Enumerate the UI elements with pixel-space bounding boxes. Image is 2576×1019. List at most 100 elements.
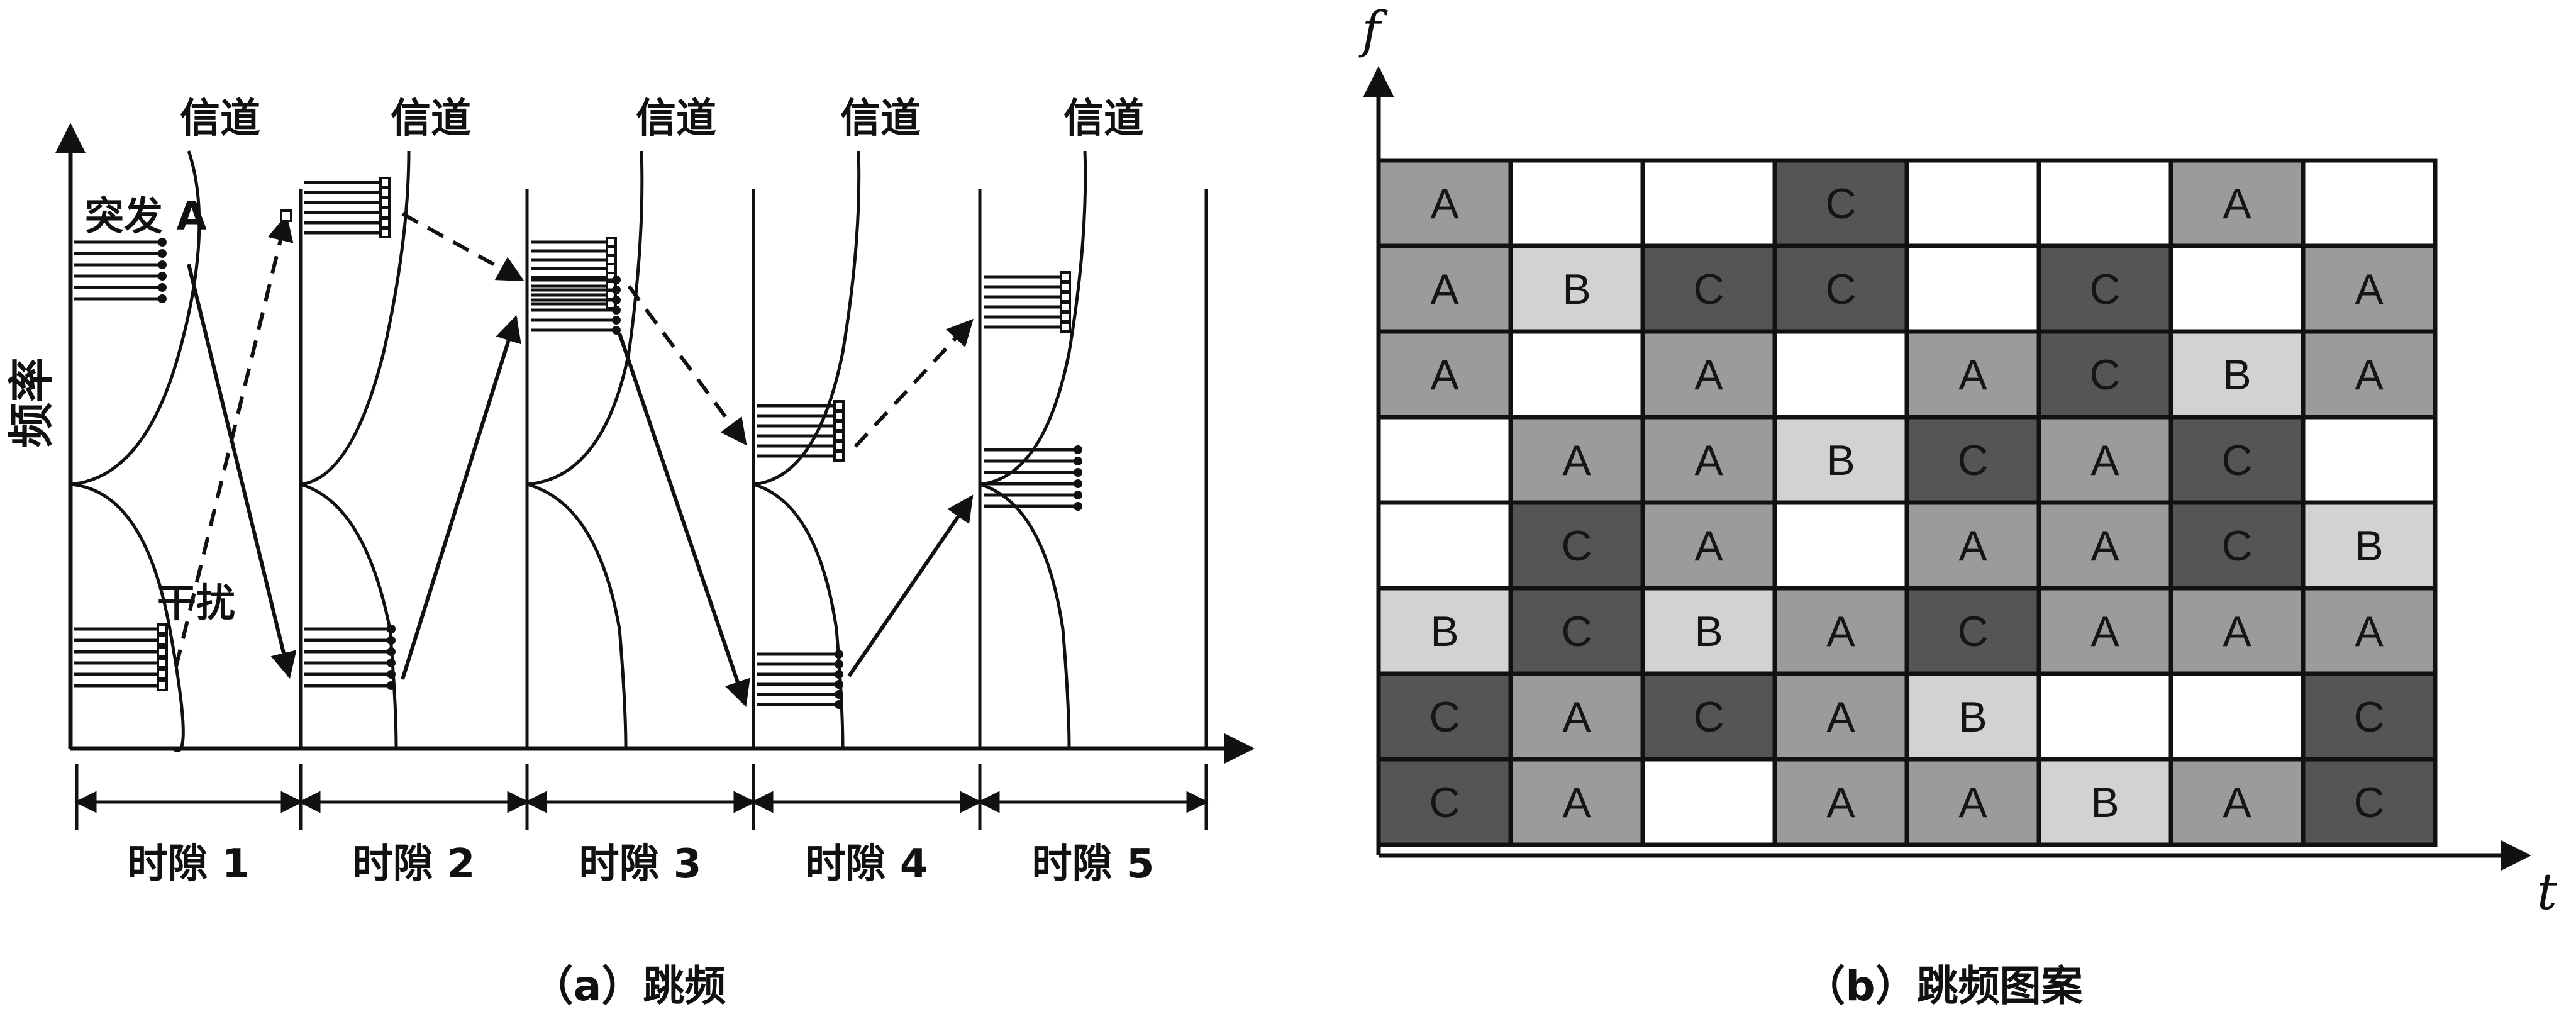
grid-cell-letter: A [2223,779,2251,827]
grid-cell-letter: A [1430,351,1459,399]
burst-marker [1060,271,1071,282]
burst-marker [158,238,167,247]
fig-b-y-axis-label: f [1358,1,1388,59]
burst-marker [158,294,167,303]
burst-marker [157,635,168,646]
grid-cell [1376,500,1513,591]
burst-marker [157,669,168,680]
burst-marker [1060,321,1071,333]
grid-cell [1640,243,1777,334]
grid-cell-letter: A [2223,608,2251,655]
burst-marker [612,316,621,325]
grid-cell-letter: C [1693,265,1724,313]
burst-label: 突发 A [85,193,207,239]
burst-marker [157,646,168,657]
grid-cell [1640,671,1777,762]
grid-cell-letter: A [1430,265,1459,313]
fig-b-caption: （b）跳频图案 [1804,962,2083,1010]
grid-cell [1376,158,1513,248]
grid-cell-letter: B [2355,522,2383,570]
grid-cell-letter: C [2353,779,2384,827]
grid-cell-letter: C [1957,437,1988,484]
burst-marker [379,197,391,208]
grid-cell [2301,757,2438,847]
grid-cell [2036,500,2174,591]
grid-cell [1772,500,1909,591]
grid-cell-letter: A [1958,522,1987,570]
grid-cell-letter: A [1562,779,1591,827]
grid-cell [1904,415,2041,505]
grid-cell [1904,586,2041,676]
burst-marker [1074,468,1082,477]
slot-label-2: 时隙 2 [353,841,475,888]
grid-cell [1904,329,2041,420]
burst-marker [379,177,391,188]
burst-marker [158,260,167,269]
grid-cell [1376,757,1513,847]
burst-marker [158,272,167,281]
grid-cell-letter: C [1957,608,1988,655]
grid-cell [2036,671,2174,762]
burst-marker [157,657,168,669]
burst-marker [387,625,396,633]
grid-cell-letter: C [1693,693,1724,741]
channel-label-2: 信道 [391,96,471,142]
channel-label-3: 信道 [636,96,716,142]
grid-cell [1640,757,1777,847]
fig-a-bursts [74,177,1082,709]
burst-marker [606,254,617,265]
grid-cell-letter: B [2223,351,2251,399]
grid-cell [1376,586,1513,676]
grid-cell-letter: C [1825,180,1856,228]
grid-cell-letter: C [2089,265,2120,313]
grid-cell-letter: A [1826,693,1855,741]
grid-cell [2168,415,2306,505]
burst-marker [833,420,845,432]
grid-cell-letter: A [1826,608,1855,655]
grid-cell-letter: B [1694,608,1723,655]
grid-cell-letter: B [2090,779,2119,827]
burst-marker [612,306,621,315]
grid-cell-letter: B [1430,608,1458,655]
burst-marker [833,450,845,462]
grid-cell-letter: B [1826,437,1855,484]
grid-cell [1772,671,1909,762]
grid-cell [2301,500,2438,591]
slot-label-1: 时隙 1 [128,841,250,888]
burst-marker [387,681,396,690]
grid-cell-letter: C [1429,779,1460,827]
grid-cell-letter: A [1430,180,1459,228]
channel-label-1: 信道 [180,96,260,142]
channel-label-4: 信道 [840,96,921,142]
burst-marker [387,659,396,667]
grid-cell-letter: A [1694,522,1723,570]
grid-cell [1904,243,2041,334]
grid-cell-letter: C [1429,693,1460,741]
burst-marker [1074,479,1082,488]
grid-cell [1508,329,1645,420]
fig-a-slot-dividers [299,189,1208,749]
burst-marker [833,410,845,421]
grid-cell-letter: A [2355,351,2384,399]
fig-a-slot-labels: 时隙 1 时隙 2 时隙 3 时隙 4 时隙 5 [128,841,1155,888]
grid-cell [1904,158,2041,248]
grid-cell-letter: A [1958,351,1987,399]
grid-cell [1508,671,1645,762]
burst-marker [612,296,621,304]
grid-cell [1508,586,1645,676]
grid-cell [2036,329,2174,420]
burst-marker [833,400,845,411]
fig-a-channel-curves [70,150,1087,753]
burst-marker [612,326,621,335]
burst-marker [835,650,843,659]
grid-cell-letter: C [1561,522,1592,570]
slot-label-3: 时隙 3 [579,841,702,888]
burst-marker [606,237,617,248]
burst-marker [157,680,168,691]
fig-a-channel-labels: 信道 信道 信道 信道 信道 [180,96,1144,142]
burst-marker [379,227,391,238]
grid-cell [1508,158,1645,248]
grid-cell [1772,757,1909,847]
burst-marker [157,623,168,635]
